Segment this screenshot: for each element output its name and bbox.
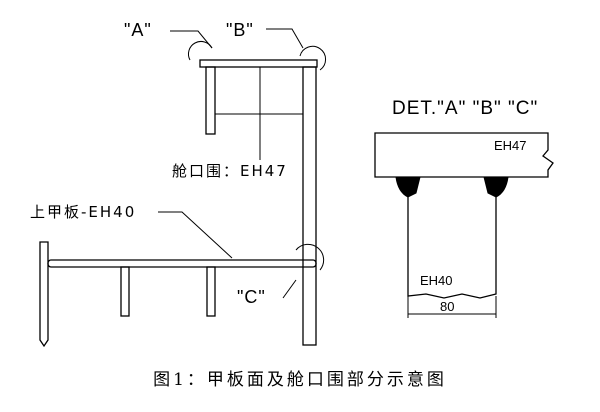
upper-deck-leader [158,211,233,259]
upper-deck-plate [47,259,317,268]
deck-end-plate [39,241,49,348]
detail-vertical-plate [407,177,497,299]
detail-a-label: "A" [124,20,152,40]
structure-drawing: "A" "B" "C" 舱口围：EH47 上甲板-EH40 [30,20,327,348]
detail-top-plate [374,132,554,178]
upper-deck-label: 上甲板-EH40 [30,203,136,221]
detail-dimension-value: 80 [440,299,454,314]
detail-b-circle [299,45,327,71]
coaming-left-stiffener [205,66,216,135]
detail-top-plate-label: EH47 [494,138,527,153]
detail-c-circle [295,243,325,271]
deck-stiffener [120,266,130,317]
detail-b-leader [266,28,304,49]
coaming-top-flange [199,59,318,68]
detail-b-label: "B" [226,20,254,40]
weld-bead-left [395,176,421,198]
weld-bead-right [483,176,509,198]
detail-a-leader [170,30,213,49]
deck-stiffener [206,266,216,317]
hatch-coaming-label: 舱口围：EH47 [172,162,288,180]
detail-c-leader [282,279,297,299]
figure-caption: 图1：甲板面及舱口围部分示意图 [153,370,447,390]
detail-c-label: "C" [237,287,266,307]
weld-detail: DET."A" "B" "C" EH47 EH40 80 [374,98,554,318]
detail-title: DET."A" "B" "C" [392,98,538,119]
coaming-vertical-web [302,66,317,346]
detail-vertical-plate-label: EH40 [420,273,453,288]
